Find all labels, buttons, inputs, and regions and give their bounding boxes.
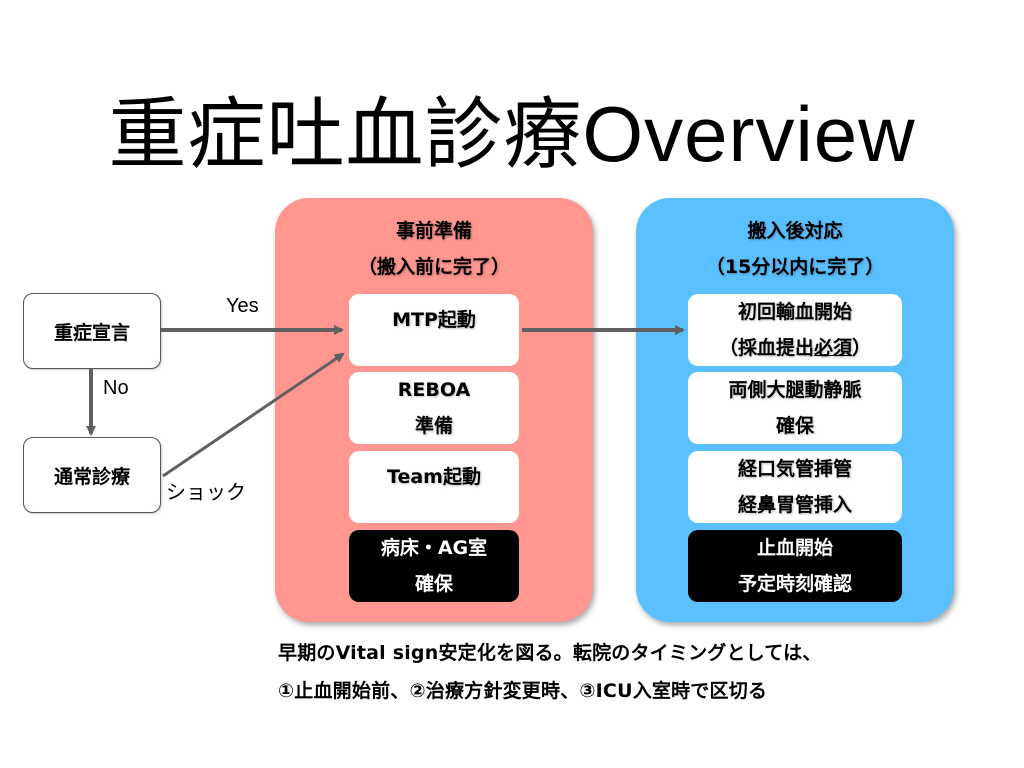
step-femoral-access: 両側大腿動静脈 確保 bbox=[688, 372, 902, 444]
node-normal-care: 通常診療 bbox=[23, 437, 161, 513]
note-line: 早期のVital sign安定化を図る。転院のタイミングとしては、 bbox=[278, 642, 822, 664]
node-label: 通常診療 bbox=[53, 465, 130, 488]
footer-note: 早期のVital sign安定化を図る。転院のタイミングとしては、 ①止血開始前… bbox=[278, 634, 822, 710]
panel-subheading: （搬入前に完了） bbox=[357, 256, 510, 278]
step-line: 準備 bbox=[414, 415, 453, 437]
note-line: ①止血開始前、②治療方針変更時、③ICU入室時で区切る bbox=[278, 680, 768, 702]
step-line: MTP起動 bbox=[392, 309, 476, 331]
slide-title: 重症吐血診療Overview bbox=[108, 90, 916, 178]
edge-label-no: No bbox=[103, 377, 129, 399]
panel-pre-arrival: 事前準備 （搬入前に完了） MTP起動 REBOA 準備 Team起動 病床・A… bbox=[275, 198, 593, 622]
step-line-group: （採血提出必須） bbox=[719, 330, 871, 366]
panel-subheading: （15分以内に完了） bbox=[705, 256, 885, 278]
step-line: 予定時刻確認 bbox=[737, 573, 852, 595]
step-line: 確保 bbox=[775, 415, 814, 437]
step-line: 病床・AG室 bbox=[380, 537, 488, 559]
panel-post-arrival: 搬入後対応 （15分以内に完了） 初回輸血開始 （採血提出必須） 両側大腿動静脈… bbox=[636, 198, 954, 622]
step-reboa: REBOA 準備 bbox=[349, 372, 519, 444]
step-hemostasis-schedule: 止血開始 予定時刻確認 bbox=[688, 530, 902, 602]
step-emphasis: 必須 bbox=[813, 337, 852, 359]
step-line: ） bbox=[852, 337, 872, 359]
panel-heading: 搬入後対応 bbox=[747, 220, 843, 242]
step-initial-transfusion: 初回輸血開始 （採血提出必須） bbox=[688, 294, 902, 366]
step-line: 経口気管挿管 bbox=[737, 458, 852, 480]
step-line: 経鼻胃管挿入 bbox=[737, 494, 852, 516]
step-intubation-ng-tube: 経口気管挿管 経鼻胃管挿入 bbox=[688, 451, 902, 523]
step-line: （採血提出 bbox=[718, 337, 814, 359]
edge-label-yes: Yes bbox=[226, 295, 259, 317]
node-label: 重症宣言 bbox=[53, 321, 130, 344]
panel-heading: 事前準備 bbox=[395, 220, 472, 242]
edge-label-shock: ショック bbox=[166, 482, 246, 504]
node-severe-declaration: 重症宣言 bbox=[23, 293, 161, 369]
step-bed-ag-room: 病床・AG室 確保 bbox=[349, 530, 519, 602]
step-team: Team起動 bbox=[349, 451, 519, 523]
step-line: 止血開始 bbox=[756, 537, 833, 559]
step-line: 両側大腿動静脈 bbox=[728, 379, 862, 401]
step-line: Team起動 bbox=[387, 466, 481, 488]
step-mtp: MTP起動 bbox=[349, 294, 519, 366]
step-line: 確保 bbox=[414, 573, 453, 595]
step-line: REBOA bbox=[397, 379, 471, 401]
step-line: 初回輸血開始 bbox=[737, 301, 852, 323]
